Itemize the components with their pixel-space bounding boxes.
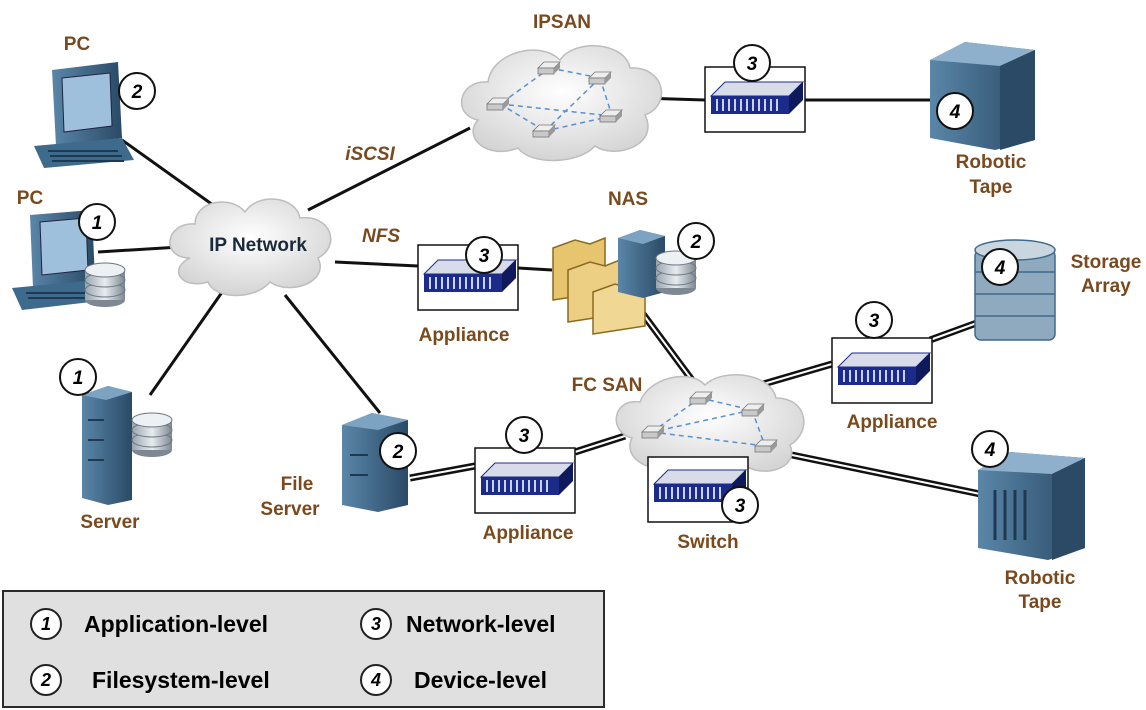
badge-pc-top-num: 2 — [131, 82, 143, 103]
legend-badge: 2 — [30, 664, 62, 696]
badge-switch — [721, 486, 759, 524]
pc-mid-label: PC — [17, 188, 44, 209]
pc-top-label: PC — [64, 34, 91, 55]
link-server-network — [148, 287, 227, 396]
badge-ipsan-appliance-num: 3 — [747, 54, 758, 75]
nfs-label: NFS — [362, 226, 400, 247]
badge-right-appliance — [855, 301, 893, 339]
badge-bottom-appliance-num: 3 — [519, 426, 530, 447]
nas-label: NAS — [608, 189, 648, 210]
pc-top: PC — [34, 34, 134, 168]
legend-text: Network-level — [406, 610, 556, 637]
legend-item-network: 3 Network-level — [360, 606, 556, 642]
file-server-label-line1: File — [281, 474, 314, 495]
ip-links — [97, 96, 940, 414]
storage-array-label-line2: Array — [1081, 276, 1131, 297]
badge-server-num: 1 — [73, 368, 84, 389]
legend-text: Device-level — [414, 666, 547, 693]
badge-robotic-tape-bottom-num: 4 — [984, 440, 996, 461]
badge-nas-appliance-num: 3 — [479, 246, 490, 267]
badge-storage-array-num: 4 — [994, 258, 1006, 279]
ip-network-cloud: IP Network — [169, 198, 332, 297]
switch-label: Switch — [677, 532, 738, 553]
badge-right-appliance-num: 3 — [869, 311, 880, 332]
fc-san-cloud: FC SAN — [572, 373, 805, 479]
badge-file-server-num: 2 — [392, 442, 404, 463]
legend: 1 Application-level 3 Network-level 2 Fi… — [2, 590, 605, 708]
robotic-tape-top-label-line1: Robotic — [956, 152, 1027, 173]
badge-file-server — [379, 432, 417, 470]
link-network-ipsan — [307, 126, 471, 212]
badge-server — [59, 358, 97, 396]
legend-item-device: 4 Device-level — [360, 662, 547, 698]
pc-mid: PC — [12, 188, 126, 310]
badge-switch-num: 3 — [735, 496, 746, 517]
nas: NAS — [552, 189, 697, 335]
fc-san-label: FC SAN — [572, 375, 643, 396]
fc-links — [409, 307, 987, 499]
badge-ipsan-appliance — [733, 44, 771, 82]
iscsi-label: iSCSI — [345, 144, 395, 165]
ip-network-label: IP Network — [209, 235, 307, 256]
nas-appliance-label: Appliance — [419, 325, 510, 346]
bottom-appliance: Appliance — [474, 447, 576, 544]
badge-nas-num: 2 — [690, 232, 702, 253]
badge-robotic-tape-top-num: 4 — [949, 102, 961, 123]
file-server: File Server — [260, 413, 408, 520]
badge-robotic-tape-top — [936, 92, 974, 130]
badge-storage-array — [981, 248, 1019, 286]
badge-nas-appliance — [465, 236, 503, 274]
link-fileserver-network — [283, 294, 382, 414]
badge-nas — [677, 222, 715, 260]
legend-text: Application-level — [84, 610, 269, 637]
bottom-appliance-label: Appliance — [483, 523, 574, 544]
link-network-nas-appliance — [334, 260, 419, 268]
legend-badge: 3 — [360, 608, 392, 640]
badge-pc-mid — [78, 203, 116, 241]
badge-pc-top — [118, 72, 156, 110]
server-label: Server — [80, 512, 140, 533]
robotic-tape-top-label-line2: Tape — [970, 177, 1013, 198]
link-pc-top-network — [121, 138, 221, 212]
badge-pc-mid-num: 1 — [92, 213, 103, 234]
robotic-tape-bottom-label-line1: Robotic — [1005, 568, 1076, 589]
link-appliance-nas — [517, 266, 553, 272]
badge-robotic-tape-bottom — [971, 430, 1009, 468]
legend-text: Filesystem-level — [92, 666, 270, 693]
robotic-tape-bottom-label-line2: Tape — [1019, 592, 1062, 613]
legend-item-filesystem: 2 Filesystem-level — [30, 662, 270, 698]
right-appliance: Appliance — [831, 337, 938, 433]
ipsan-cloud: IPSAN — [460, 12, 663, 162]
legend-badge: 4 — [360, 664, 392, 696]
legend-item-application: 1 Application-level — [30, 606, 268, 642]
ipsan-label: IPSAN — [533, 12, 591, 33]
robotic-tape-bottom: Robotic Tape — [978, 452, 1085, 613]
badge-bottom-appliance — [505, 416, 543, 454]
file-server-label-line2: Server — [260, 499, 320, 520]
server: Server — [80, 386, 173, 533]
right-appliance-label: Appliance — [847, 412, 938, 433]
link-pc-mid-network — [97, 245, 181, 254]
storage-array-label-line1: Storage — [1071, 252, 1142, 273]
legend-badge: 1 — [30, 608, 62, 640]
